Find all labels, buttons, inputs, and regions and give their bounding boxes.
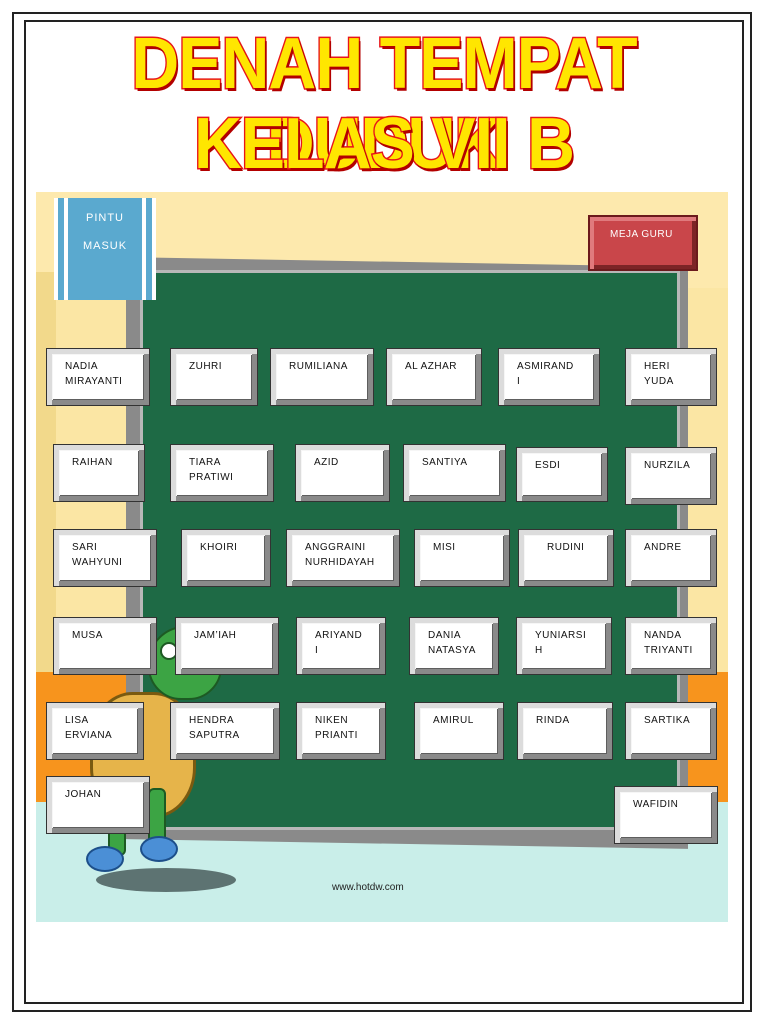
seat-name: ASMIRAND I — [517, 361, 574, 387]
turtle-shadow — [96, 868, 236, 892]
seat: MUSA — [53, 617, 157, 675]
page-title: DENAH TEMPAT DUDUK — [130, 23, 639, 186]
seat-name: MUSA — [72, 630, 103, 641]
seat-name: SANTIYA — [422, 457, 468, 468]
seat-name: LISA ERVIANA — [65, 715, 113, 741]
seat-name: YUNIARSI H — [535, 630, 587, 656]
seat: RUMILIANA — [270, 348, 374, 406]
seat-name: RAIHAN — [72, 457, 113, 468]
turtle-foot — [86, 846, 124, 872]
seat: AMIRUL — [414, 702, 504, 760]
seat-name: AL AZHAR — [405, 361, 457, 372]
seat: HERI YUDA — [625, 348, 717, 406]
seat-name: TIARA PRATIWI — [189, 457, 234, 483]
seat-name: AMIRUL — [433, 715, 474, 726]
seat: SANTIYA — [403, 444, 506, 502]
seat-name: ESDI — [535, 460, 561, 471]
seat-name: RUDINI — [547, 542, 585, 553]
seat: ESDI — [516, 447, 608, 502]
seat-name: ANDRE — [644, 542, 682, 553]
seat: SARTIKA — [625, 702, 717, 760]
seat: AL AZHAR — [386, 348, 482, 406]
seat-name: SARI WAHYUNI — [72, 542, 123, 568]
seat: KHOIRI — [181, 529, 271, 587]
teacher-desk: MEJA GURU — [588, 215, 698, 271]
seat-name: ZUHRI — [189, 361, 223, 372]
seat: JAM’IAH — [175, 617, 279, 675]
seat: AZID — [295, 444, 390, 502]
seat-name: JAM’IAH — [194, 630, 237, 641]
seat: DANIA NATASYA — [409, 617, 499, 675]
seat: NIKEN PRIANTI — [296, 702, 386, 760]
seat: MISI — [414, 529, 510, 587]
seat-name: ANGGRAINI NURHIDAYAH — [305, 542, 375, 568]
seat: LISA ERVIANA — [46, 702, 144, 760]
seat: ASMIRAND I — [498, 348, 600, 406]
page-subtitle: KELAS VII B — [193, 103, 577, 186]
seat: RUDINI — [518, 529, 614, 587]
door-stripe — [64, 198, 68, 300]
seat: ARIYAND I — [296, 617, 386, 675]
seat: JOHAN — [46, 776, 150, 834]
credit-text: www.hotdw.com — [332, 882, 404, 893]
seat-name: NADIA MIRAYANTI — [65, 361, 123, 387]
seat-name: ARIYAND I — [315, 630, 363, 656]
turtle-foot — [140, 836, 178, 862]
seat-name: JOHAN — [65, 789, 102, 800]
seat-name: WAFIDIN — [633, 799, 679, 810]
seat: YUNIARSI H — [516, 617, 612, 675]
door-sign: PINTU MASUK — [54, 198, 156, 300]
seat: SARI WAHYUNI — [53, 529, 157, 587]
seat-name: MISI — [433, 542, 456, 553]
seat-name: NURZILA — [644, 460, 691, 471]
seat: RINDA — [517, 702, 613, 760]
door-stripe — [142, 198, 146, 300]
seat-name: DANIA NATASYA — [428, 630, 476, 656]
seat: ANGGRAINI NURHIDAYAH — [286, 529, 400, 587]
seat: NURZILA — [625, 447, 717, 505]
outer-border — [12, 12, 752, 1012]
door-label-line1: PINTU — [86, 212, 124, 224]
seat-name: SARTIKA — [644, 715, 691, 726]
seat-name: KHOIRI — [200, 542, 238, 553]
seat-name: NIKEN PRIANTI — [315, 715, 358, 741]
teacher-desk-label: MEJA GURU — [610, 229, 673, 240]
seat: ZUHRI — [170, 348, 258, 406]
seat-name: RINDA — [536, 715, 570, 726]
seat: TIARA PRATIWI — [170, 444, 274, 502]
seat: ANDRE — [625, 529, 717, 587]
seat: WAFIDIN — [614, 786, 718, 844]
seat: NANDA TRIYANTI — [625, 617, 717, 675]
seat-name: HENDRA SAPUTRA — [189, 715, 240, 741]
seat-name: HERI YUDA — [644, 361, 674, 387]
seat-name: NANDA TRIYANTI — [644, 630, 693, 656]
seat: RAIHAN — [53, 444, 145, 502]
seat-name: RUMILIANA — [289, 361, 348, 372]
seat-name: AZID — [314, 457, 339, 468]
seat: HENDRA SAPUTRA — [170, 702, 280, 760]
seat: NADIA MIRAYANTI — [46, 348, 150, 406]
door-label-line2: MASUK — [82, 240, 128, 252]
inner-border — [24, 20, 744, 1004]
